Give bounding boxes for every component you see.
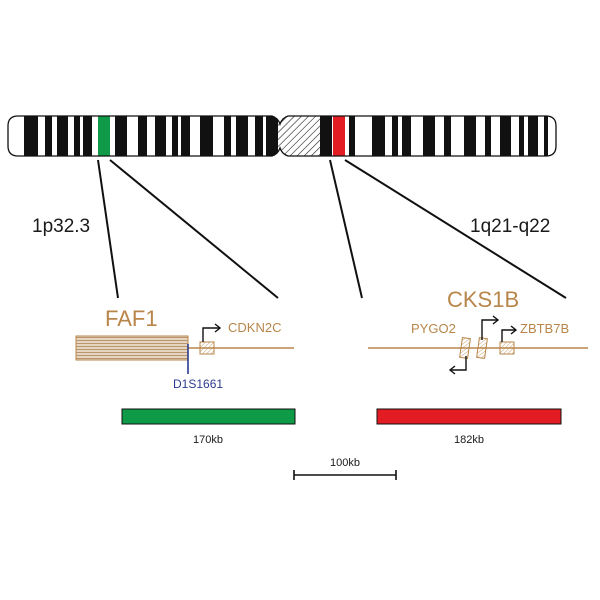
exon-pygo2: [459, 336, 471, 360]
chromosome-band: [500, 116, 511, 156]
gene-cks1b-label: CKS1B: [447, 287, 519, 312]
gene-pygo2-label: PYGO2: [411, 321, 456, 336]
chromosome-band: [402, 116, 411, 156]
arrow-zbtb7b: [501, 329, 516, 342]
chromosome-band: [138, 116, 147, 156]
zoom-line-left-1: [97, 159, 119, 299]
chromosome-band: [57, 116, 68, 156]
chromosome-band: [181, 116, 190, 156]
exon-cdkn2c: [199, 341, 215, 355]
chromosome-band: [115, 116, 127, 156]
chromosome-band: [392, 116, 398, 156]
chromosome-band: [24, 116, 38, 156]
chromosome-band: [485, 116, 491, 156]
chromosome-band: [266, 116, 278, 156]
chromosome-band: [224, 116, 231, 156]
gene-zbtb7b-label: ZBTB7B: [520, 321, 569, 336]
marker-d1s1661-label: D1S1661: [173, 377, 223, 391]
chromosome-band: [45, 116, 52, 156]
arrow-cks1b: [481, 319, 498, 340]
region-bar-green: [121, 408, 296, 425]
chromosome-band: [464, 116, 476, 156]
chromosome-outline: [7, 115, 557, 157]
chromosome-bands: [24, 116, 548, 156]
label-1p32-3: 1p32.3: [32, 216, 90, 237]
scale-bar: 100kb: [293, 457, 397, 480]
chromosome-band: [74, 116, 80, 156]
chromosome-band: [255, 116, 263, 156]
exon-zbtb7b: [499, 341, 515, 355]
region-size-right: 182kb: [454, 434, 484, 446]
region-bar-red: [376, 408, 562, 425]
arrow-cdkn2c: [202, 327, 220, 342]
red-band-1q21-q22: [333, 116, 345, 156]
region-size-left: 170kb: [193, 434, 223, 446]
label-1q21-q22: 1q21-q22: [470, 216, 550, 237]
zoom-line-left-2: [109, 159, 279, 299]
chromosome-band: [320, 116, 332, 156]
gene-faf1-block: [75, 335, 189, 361]
chromosome-band: [172, 116, 178, 156]
zoom-line-right-1: [329, 159, 363, 299]
exon-cks1b: [476, 336, 488, 360]
gene-cdkn2c-label: CDKN2C: [228, 320, 281, 335]
chromosome-band: [372, 116, 385, 156]
right-region: CKS1B PYGO2 ZBTB7B 182kb: [368, 287, 588, 446]
chromosome-band: [155, 116, 166, 156]
chromosome-band: [200, 116, 213, 156]
zoom-lines: [97, 159, 567, 299]
gene-faf1-label: FAF1: [105, 306, 158, 331]
chromosome-band: [519, 116, 524, 156]
left-region: FAF1 CDKN2C D1S1661 170kb: [75, 306, 296, 446]
chromosome-band: [236, 116, 248, 156]
chromosome-band: [423, 116, 435, 156]
chromosome-band: [528, 116, 538, 156]
zoom-line-right-2: [344, 159, 567, 299]
centromere-hatch: [278, 116, 320, 156]
scale-bar-label: 100kb: [330, 457, 360, 469]
chromosome-band: [83, 116, 92, 156]
green-band-1p32-3: [98, 116, 110, 156]
arrow-pygo2: [450, 356, 467, 371]
chromosome-band: [544, 116, 548, 156]
chromosome-band: [444, 116, 451, 156]
chromosome-band: [349, 116, 355, 156]
chromosome-ideogram: [7, 115, 557, 157]
